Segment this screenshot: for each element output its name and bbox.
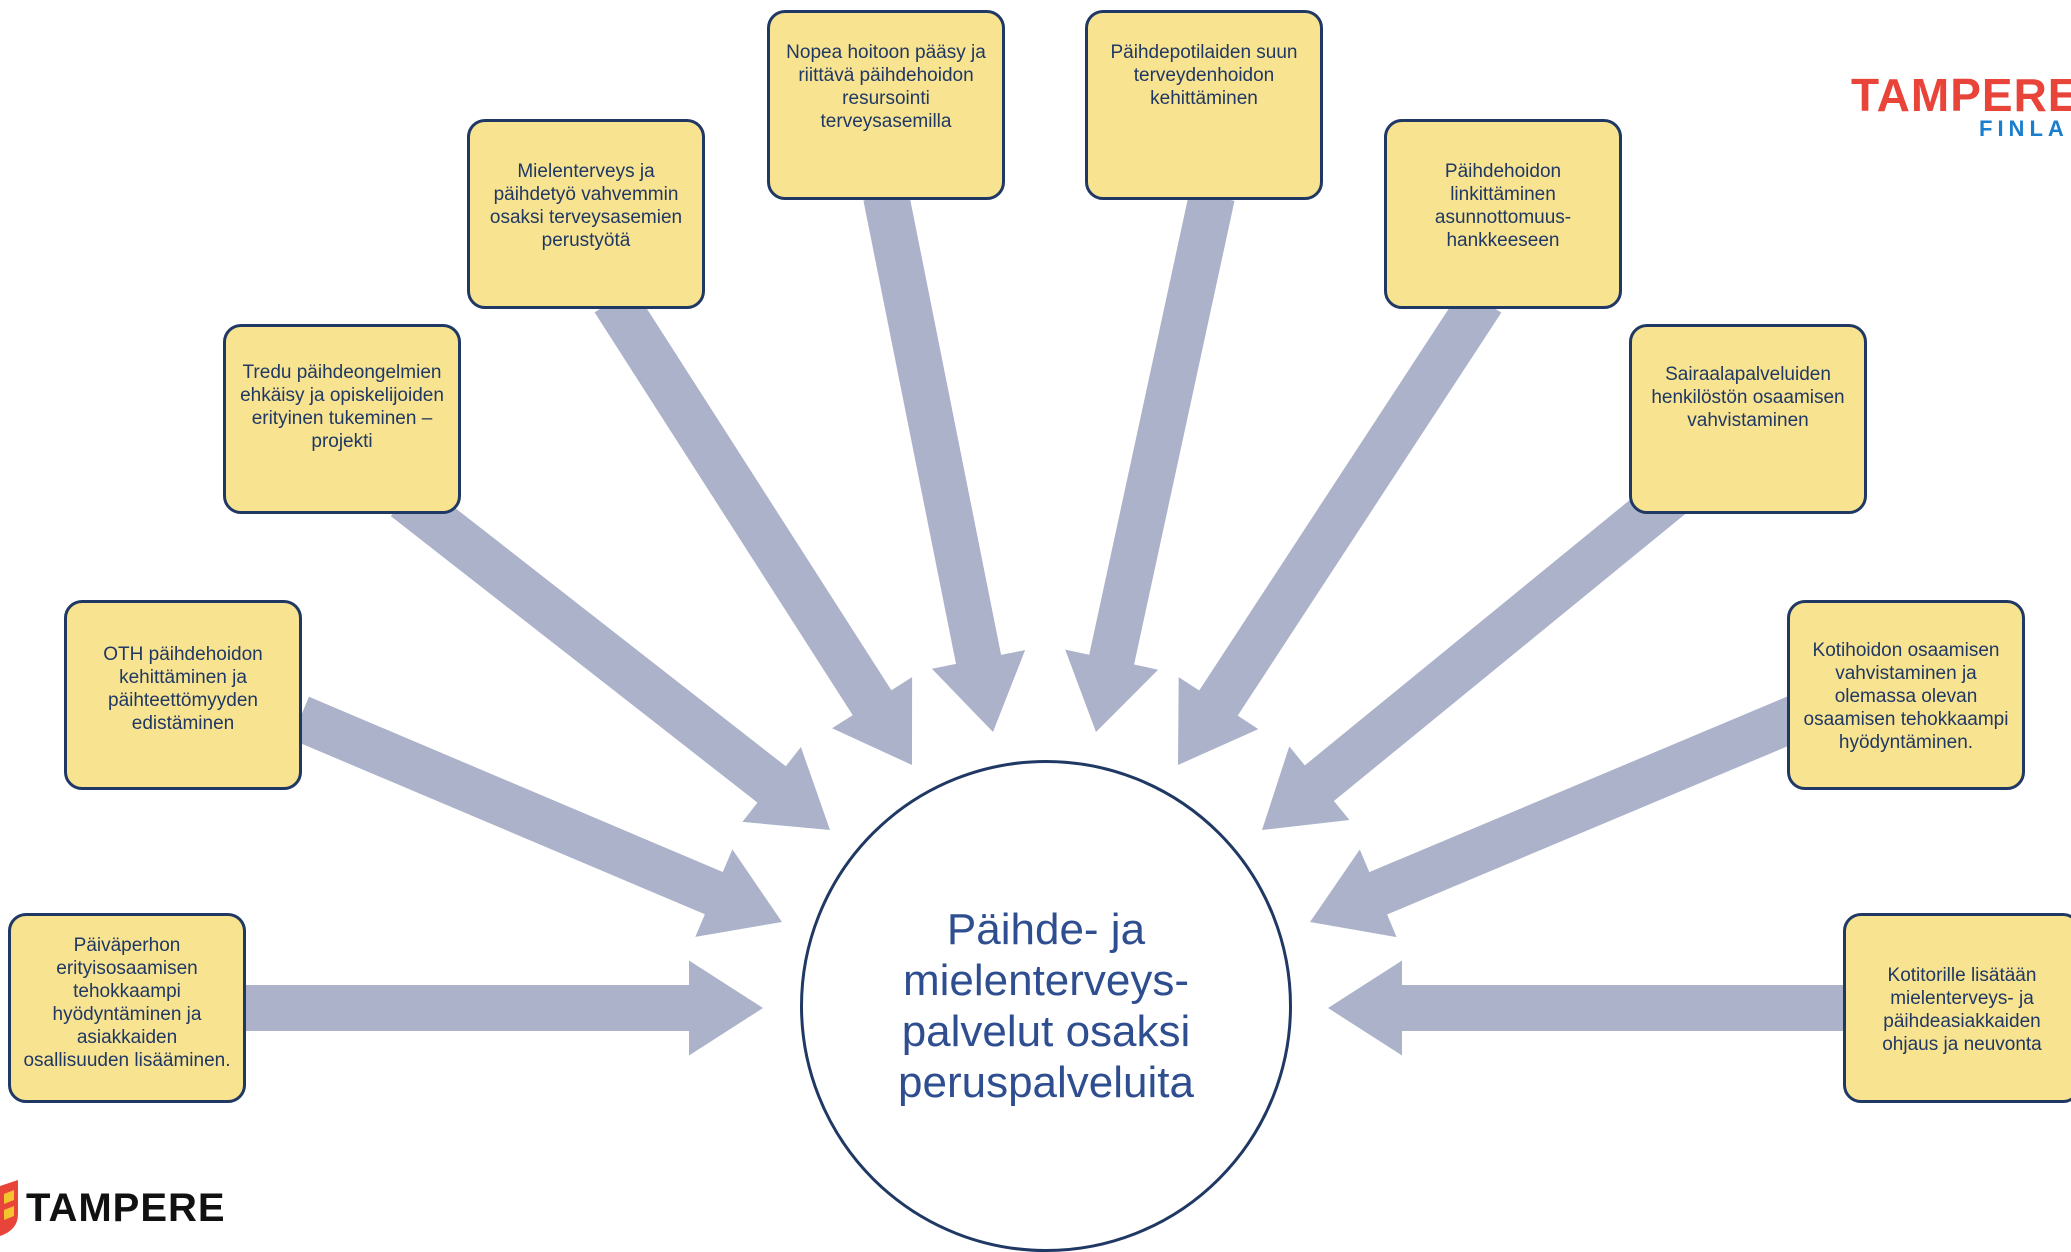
box-suun-text: Päihdepotilaiden suun terveydenhoidon ke… — [1110, 42, 1298, 109]
box-mielenterveys: Mielenterveys ja päihdetyö vahvemmin osa… — [467, 119, 705, 309]
arrow-kotihoito — [1310, 692, 1814, 938]
arrow-sairaala — [1262, 460, 1708, 830]
logo-top-word: TAMPERE — [1851, 69, 2071, 121]
arrow-mielenterveys — [594, 287, 913, 765]
arrow-kotitori — [1328, 960, 1855, 1056]
box-oth: OTH päihdehoidon kehittäminen ja päihtee… — [64, 600, 302, 790]
tampere-city-logo: TAMPERE — [0, 1178, 240, 1238]
box-sairaala: Sairaalapalveluiden henkilöstön osaamise… — [1629, 324, 1867, 514]
box-nopea-text: Nopea hoitoon pääsy ja riittävä päihdeho… — [786, 42, 986, 132]
box-paivaperho: Päiväperhon erityisosaamisen tehokkaampi… — [8, 913, 246, 1103]
arrow-asunnottomuus — [1178, 287, 1502, 765]
box-tredu-text: Tredu päihdeongelmien ehkäisy ja opiskel… — [240, 362, 444, 452]
box-kotihoito-text: Kotihoidon osaamisen vahvistaminen ja ol… — [1803, 640, 2009, 753]
arrow-paivaperho — [240, 960, 763, 1056]
box-asunnottomuus: Päihdehoidon linkittäminen asunnottomuus… — [1384, 119, 1622, 309]
arrow-tredu — [390, 479, 830, 830]
center-circle: Päihde- ja mielenterveys- palvelut osaks… — [800, 760, 1292, 1252]
box-tredu: Tredu päihdeongelmien ehkäisy ja opiskel… — [223, 324, 461, 514]
box-oth-text: OTH päihdehoidon kehittäminen ja päihtee… — [103, 644, 263, 734]
box-paivaperho-text: Päiväperhon erityisosaamisen tehokkaampi… — [23, 935, 231, 1071]
center-title: Päihde- ja mielenterveys- palvelut osaks… — [898, 905, 1194, 1107]
arrow-nopea — [863, 191, 1026, 732]
box-kotitori-text: Kotitorille lisätään mielenterveys- ja p… — [1882, 965, 2042, 1055]
tampere-crest-icon — [0, 1180, 18, 1236]
box-asunnottomuus-text: Päihdehoidon linkittäminen asunnottomuus… — [1434, 161, 1572, 251]
logo-bottom-word: TAMPERE — [26, 1186, 226, 1230]
box-suun: Päihdepotilaiden suun terveydenhoidon ke… — [1085, 10, 1323, 200]
tampere-finland-logo: TAMPERE FINLA — [1851, 68, 2071, 138]
box-nopea: Nopea hoitoon pääsy ja riittävä päihdeho… — [767, 10, 1005, 200]
arrow-suun — [1065, 191, 1235, 733]
box-mielenterveys-text: Mielenterveys ja päihdetyö vahvemmin osa… — [489, 161, 683, 251]
arrow-oth — [291, 696, 782, 937]
box-kotihoito: Kotihoidon osaamisen vahvistaminen ja ol… — [1787, 600, 2025, 790]
box-kotitori: Kotitorille lisätään mielenterveys- ja p… — [1843, 913, 2071, 1103]
box-sairaala-text: Sairaalapalveluiden henkilöstön osaamise… — [1651, 364, 1845, 431]
logo-top-sub: FINLA — [1979, 116, 2069, 138]
